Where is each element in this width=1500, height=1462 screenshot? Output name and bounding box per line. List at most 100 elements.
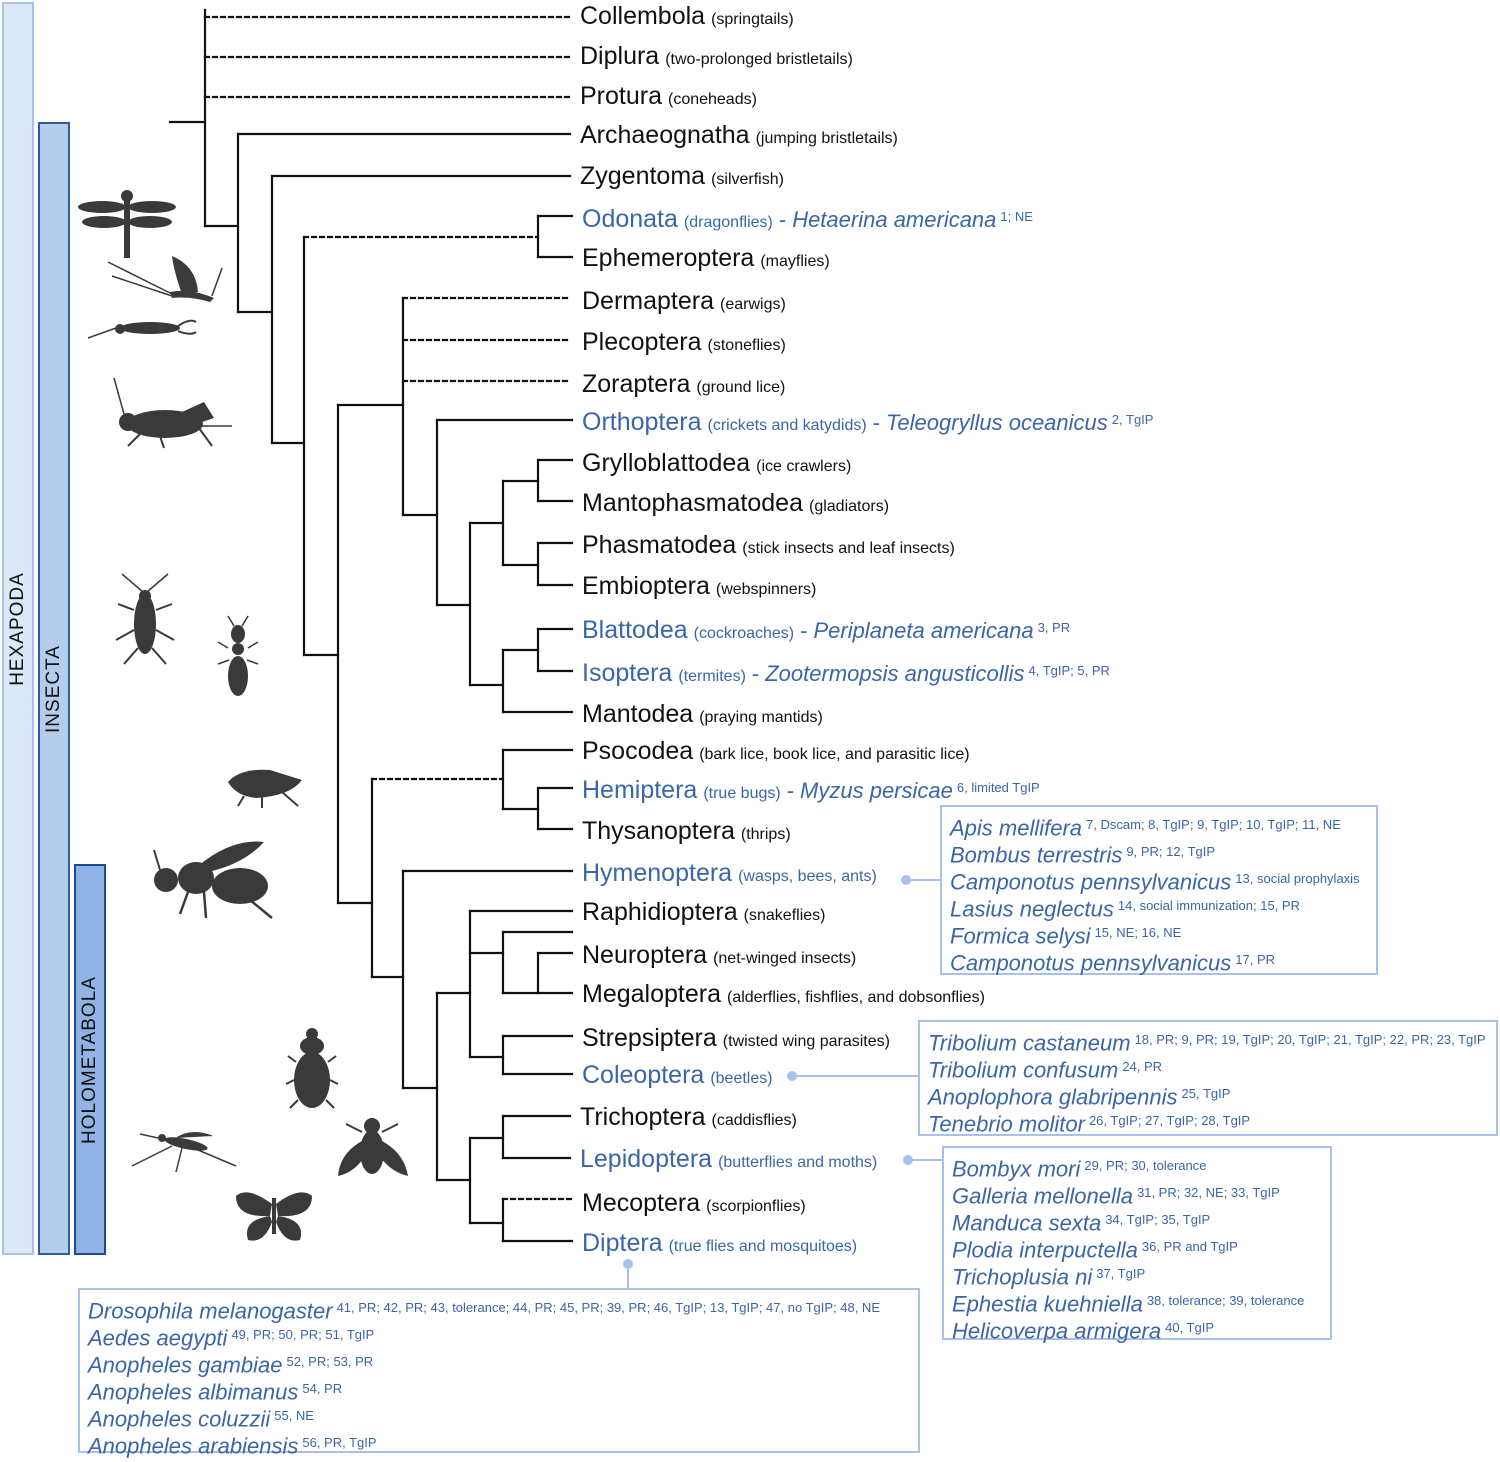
leafhopper-icon <box>228 769 302 808</box>
taxon-common-name: (ground lice) <box>696 379 786 396</box>
taxon-blattodea: Blattodea(cockroaches)-Periplaneta ameri… <box>582 618 1070 643</box>
lepidoptera-connector-dot <box>903 1155 913 1165</box>
reference-superscript: 17, PR <box>1235 952 1276 967</box>
taxon-name: Hemiptera <box>582 776 698 804</box>
taxon-name: Thysanoptera <box>582 817 735 845</box>
taxon-neuroptera: Neuroptera(net-winged insects) <box>582 943 856 968</box>
reference-superscript: 2, TgIP <box>1111 411 1154 427</box>
reference-superscript: 7, Dscam; 8, TgIP; 9, TgIP; 10, TgIP; 11… <box>1086 817 1341 832</box>
taxon-common-name: (stoneflies) <box>707 337 786 354</box>
species-name: Camponotus pennsylvanicus <box>950 869 1232 895</box>
taxon-name: Diptera <box>582 1229 663 1257</box>
reference-superscript: 52, PR; 53, PR <box>286 1354 374 1369</box>
species-name: Anopheles albimanus <box>88 1379 299 1405</box>
species-name: Trichoplusia ni <box>952 1264 1093 1290</box>
taxon-common-name: (stick insects and leaf insects) <box>742 540 955 557</box>
coleoptera-connector-dot <box>787 1071 797 1081</box>
taxon-raphidioptera: Raphidioptera(snakeflies) <box>582 900 825 925</box>
taxon-common-name: (ice crawlers) <box>756 458 852 475</box>
species-name: Formica selysi <box>950 923 1091 949</box>
hexapoda-bar: HEXAPODA <box>2 2 34 1255</box>
species-name: Helicoverpa armigera <box>952 1318 1162 1344</box>
taxon-dermaptera: Dermaptera(earwigs) <box>582 289 786 314</box>
taxon-hymenoptera: Hymenoptera(wasps, bees, ants) <box>582 861 877 886</box>
taxon-name: Plecoptera <box>582 328 702 356</box>
taxon-mantophasmatodea: Mantophasmatodea (gladiators) <box>582 491 889 516</box>
species-name: Anopheles arabiensis <box>88 1433 299 1459</box>
mayfly-icon <box>107 256 223 302</box>
taxon-name: Orthoptera <box>582 408 702 436</box>
taxon-name: Mantophasmatodea <box>582 489 803 517</box>
separator-dash: - <box>800 618 808 643</box>
taxon-common-name: (webspinners) <box>715 581 817 598</box>
box-connectors <box>623 875 942 1288</box>
reference-superscript: 3, PR <box>1037 619 1071 635</box>
taxon-name: Strepsiptera <box>582 1024 717 1052</box>
taxon-archaeognatha: Archaeognatha(jumping bristletails) <box>580 123 898 148</box>
wasp-icon <box>153 841 273 919</box>
taxon-name: Megaloptera <box>582 980 721 1008</box>
mosquito-icon <box>131 1132 237 1173</box>
taxon-zygentoma: Zygentoma(silverfish) <box>580 164 784 189</box>
taxon-name: Neuroptera <box>582 941 708 969</box>
diptera-connector-dot <box>623 1259 633 1269</box>
taxon-common-name: (praying mantids) <box>699 709 823 726</box>
insecta-bar: INSECTA <box>38 122 70 1255</box>
species-name: Bombyx mori <box>952 1156 1081 1182</box>
taxon-name: Mantodea <box>582 700 694 728</box>
butterfly-icon <box>236 1192 312 1241</box>
separator-dash: - <box>778 207 787 232</box>
reference-superscript: 37, TgIP <box>1096 1266 1146 1281</box>
taxon-name: Ephemeroptera <box>582 244 755 272</box>
taxon-name: Protura <box>580 82 662 110</box>
species-name: Apis mellifera <box>950 815 1083 841</box>
taxon-phasmatodea: Phasmatodea(stick insects and leaf insec… <box>582 533 955 558</box>
taxon-diptera: Diptera(true flies and mosquitoes) <box>582 1231 857 1256</box>
species-name: Tenebrio molitor <box>928 1111 1085 1137</box>
beetle-icon <box>285 1028 339 1109</box>
holometabola-bar: HOLOMETABOLA <box>74 864 106 1255</box>
species-name: Plodia interpuctella <box>952 1237 1138 1263</box>
reference-superscript: 18, PR; 9, PR; 19, TgIP; 20, TgIP; 21, T… <box>1134 1032 1486 1047</box>
taxon-collembola: Collembola(springtails) <box>580 4 794 29</box>
taxon-psocodea: Psocodea(bark lice, book lice, and paras… <box>582 739 970 764</box>
separator-dash: - <box>872 410 881 435</box>
cricket-icon <box>113 377 232 449</box>
fly-icon <box>338 1118 408 1176</box>
taxon-common-name: (butterflies and moths) <box>718 1154 878 1171</box>
taxon-common-name: (termites) <box>678 668 746 685</box>
taxon-name: Coleoptera <box>582 1061 705 1089</box>
taxon-common-name: (caddisflies) <box>711 1112 797 1129</box>
reference-superscript: 29, PR; 30, tolerance <box>1084 1158 1207 1173</box>
taxon-name: Embioptera <box>582 572 710 600</box>
taxon-common-name: (snakeflies) <box>743 907 826 924</box>
taxon-common-name: (mayflies) <box>760 253 830 270</box>
taxon-common-name: (two-prolonged bristletails) <box>665 51 853 68</box>
reference-superscript: 49, PR; 50, PR; 51, TgIP <box>231 1327 375 1342</box>
reference-superscript: 25, TgIP <box>1181 1086 1231 1101</box>
reference-superscript: 40, TgIP <box>1165 1320 1214 1335</box>
reference-superscript: 4, TgIP; 5, PR <box>1028 662 1110 678</box>
taxon-common-name: (beetles) <box>710 1070 773 1087</box>
taxon-name: Diplura <box>580 42 660 70</box>
taxon-plecoptera: Plecoptera (stoneflies) <box>582 330 786 355</box>
taxon-coleoptera: Coleoptera (beetles) <box>582 1063 773 1088</box>
taxon-common-name: (gladiators) <box>808 498 890 515</box>
taxon-name: Dermaptera <box>582 287 714 315</box>
species-name: Manduca sexta <box>952 1210 1102 1236</box>
study-species: Zootermopsis angusticollis <box>765 661 1025 686</box>
